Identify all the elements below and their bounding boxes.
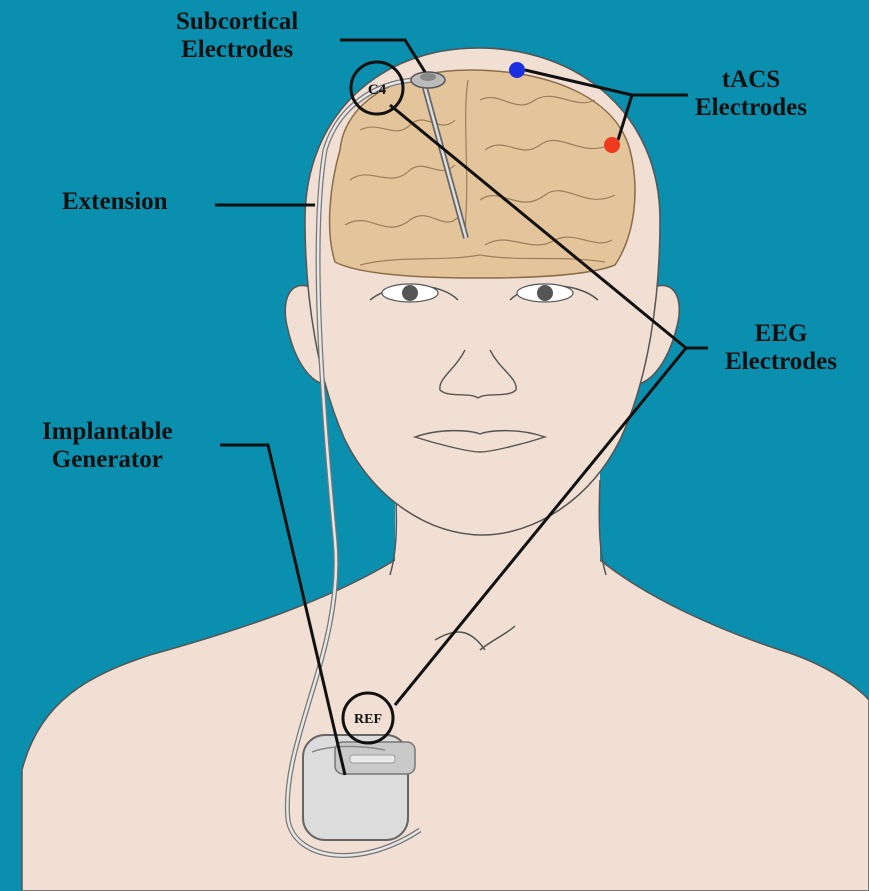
tacs-electrodes-label: tACS Electrodes [695, 66, 807, 122]
extension-label: Extension [62, 188, 168, 216]
tacs-electrode-blue [509, 62, 525, 78]
eeg-electrodes-label: EEG Electrodes [725, 320, 837, 376]
implantable-generator [303, 735, 415, 840]
subcortical-electrodes-label: Subcortical Electrodes [176, 8, 298, 64]
c4-marker-text: C4 [368, 82, 387, 98]
tacs-electrode-red [604, 137, 620, 153]
brain [330, 70, 635, 278]
body-silhouette [22, 560, 869, 891]
ref-marker-text: REF [354, 712, 382, 727]
implantable-generator-label: Implantable Generator [42, 418, 173, 474]
